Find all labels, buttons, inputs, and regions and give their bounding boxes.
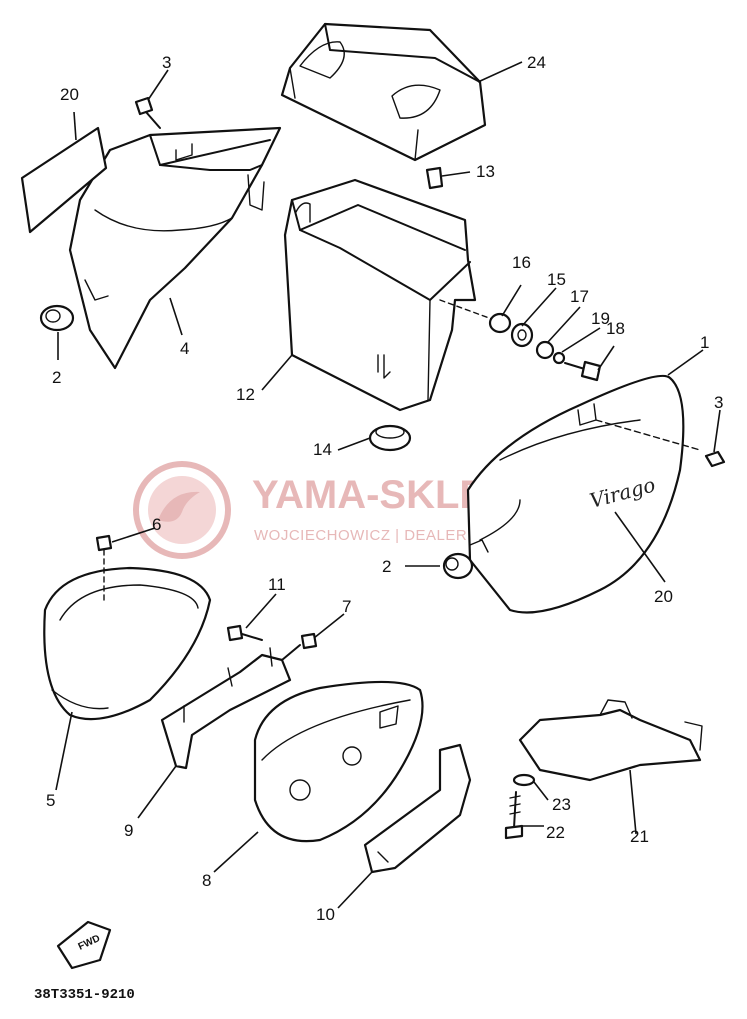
screw-6 bbox=[95, 534, 113, 601]
callout-15: 15 bbox=[547, 270, 566, 289]
watermark-subtitle: WOJCIECHOWICZ | DEALER YAMAHA bbox=[254, 527, 537, 544]
callout-11: 11 bbox=[268, 575, 286, 594]
callout-9: 9 bbox=[124, 821, 133, 840]
callout-18: 18 bbox=[606, 319, 625, 338]
yamaha-circle-logo-icon bbox=[133, 461, 231, 559]
callout-2-right: 2 bbox=[382, 557, 391, 576]
bolt-18-head bbox=[580, 360, 602, 382]
bolt-22 bbox=[504, 791, 524, 840]
fwd-arrow-icon: FWD bbox=[56, 920, 112, 970]
callout-23: 23 bbox=[552, 795, 571, 814]
callout-20-right: 20 bbox=[654, 587, 673, 606]
washer-23 bbox=[512, 773, 536, 787]
mounting-hardware bbox=[439, 299, 602, 382]
collar-16 bbox=[488, 312, 512, 334]
battery-cover-pad bbox=[280, 22, 487, 162]
grommet-right bbox=[442, 552, 474, 580]
callout-7: 7 bbox=[342, 597, 351, 616]
screw-11 bbox=[226, 624, 263, 642]
battery-box-grommet bbox=[368, 424, 412, 452]
callout-1: 1 bbox=[700, 333, 709, 352]
grommet-left bbox=[39, 304, 75, 332]
callout-3-top: 3 bbox=[162, 53, 171, 72]
callout-16: 16 bbox=[512, 253, 531, 272]
callout-14: 14 bbox=[313, 440, 332, 459]
tool-case-cover bbox=[253, 680, 424, 843]
callout-24: 24 bbox=[527, 53, 546, 72]
washer-17 bbox=[535, 340, 555, 360]
cover-bracket bbox=[160, 644, 301, 770]
callout-21: 21 bbox=[630, 827, 649, 846]
callout-5: 5 bbox=[46, 791, 55, 810]
washer-19 bbox=[552, 351, 566, 365]
left-side-cover bbox=[68, 126, 282, 370]
callout-2-left: 2 bbox=[52, 368, 61, 387]
leader-lines bbox=[55, 61, 721, 909]
battery-band-clip bbox=[425, 166, 444, 190]
callout-12: 12 bbox=[236, 385, 255, 404]
callout-6: 6 bbox=[152, 515, 161, 534]
damper-15 bbox=[510, 322, 534, 348]
callout-17: 17 bbox=[570, 287, 589, 306]
caution-label-sticker bbox=[20, 126, 108, 234]
nut-7 bbox=[300, 632, 318, 650]
left-cover-lid bbox=[43, 566, 212, 721]
callout-4: 4 bbox=[180, 339, 189, 358]
mounting-strap bbox=[363, 743, 472, 874]
screw-top-left bbox=[134, 96, 161, 129]
callouts: 24 3 20 13 4 2 12 14 16 15 17 19 18 1 3 … bbox=[46, 53, 723, 924]
callout-22: 22 bbox=[546, 823, 565, 842]
callout-19: 19 bbox=[591, 309, 610, 328]
diagram-code: 38T3351-9210 bbox=[34, 987, 135, 1003]
right-side-cover: Virago bbox=[466, 374, 701, 614]
screw-right bbox=[704, 450, 726, 468]
callout-3-right: 3 bbox=[714, 393, 723, 412]
callout-20-top: 20 bbox=[60, 85, 79, 104]
callout-10: 10 bbox=[316, 905, 335, 924]
lower-tray bbox=[518, 699, 703, 782]
callout-13: 13 bbox=[476, 162, 495, 181]
callout-8: 8 bbox=[202, 871, 211, 890]
battery-box bbox=[283, 178, 477, 412]
